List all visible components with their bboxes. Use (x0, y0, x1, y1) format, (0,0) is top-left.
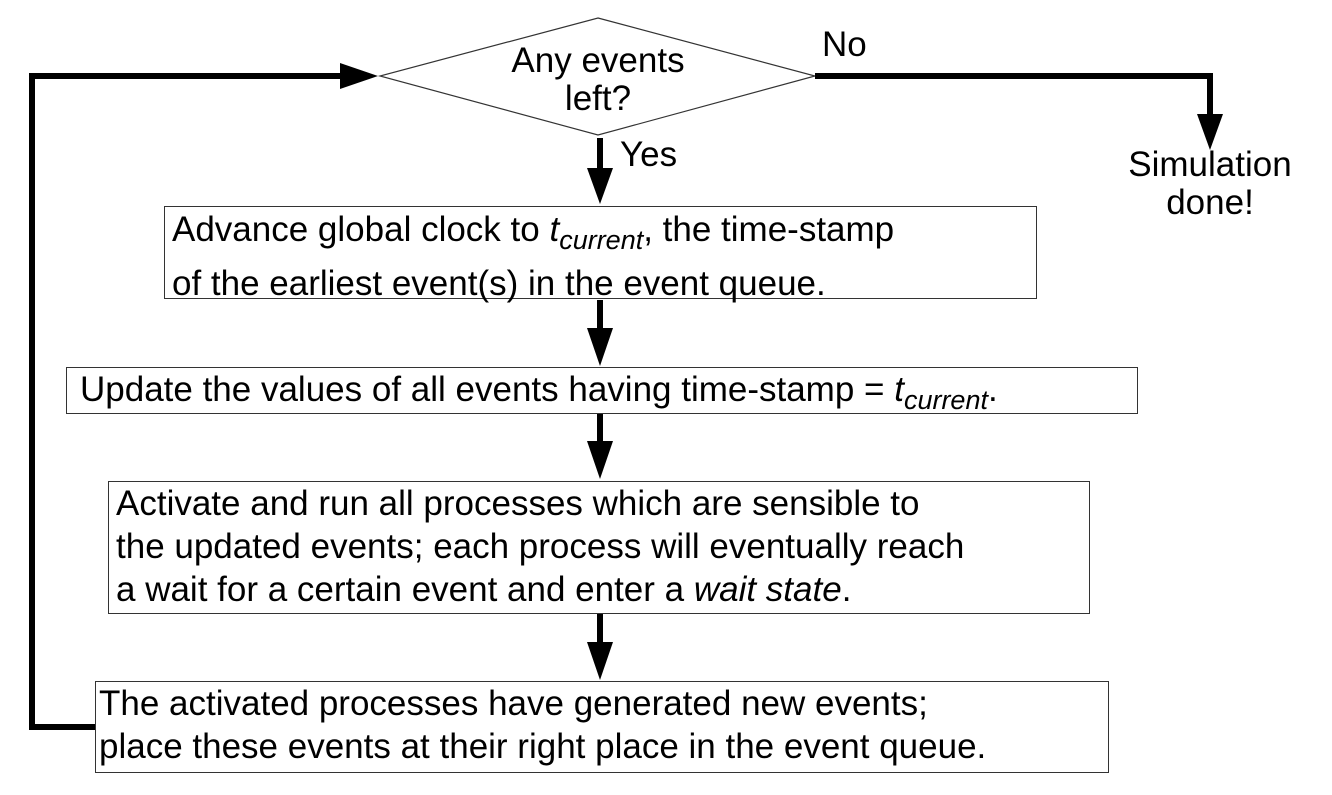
yes-arrowhead (587, 168, 613, 204)
simulation-done-label: Simulation done! (1110, 146, 1310, 222)
step1-var: t (549, 210, 560, 249)
step1-text-post: , the time-stamp (643, 210, 895, 249)
step2-var: t (894, 370, 904, 409)
step1-text-pre: Advance global clock to (172, 210, 550, 249)
end-line-1: Simulation (1128, 145, 1292, 184)
arrowhead-step1-step2 (587, 328, 613, 366)
decision-label: Any events left? (480, 42, 716, 118)
arrowhead-step2-step3 (587, 441, 613, 479)
step-advance-clock: Advance global clock to tcurrent, the ti… (164, 206, 1037, 303)
step3-line-3-pre: a wait for a certain event and enter a (116, 570, 694, 609)
step1-sub: current (559, 225, 644, 255)
step4-line-2: place these events at their right place … (99, 727, 987, 766)
step1-line-2: of the earliest event(s) in the event qu… (172, 264, 826, 303)
step3-line-3-post: . (841, 570, 852, 609)
step1-line-1: Advance global clock to tcurrent, the ti… (172, 208, 1029, 262)
step2-text-post: . (987, 370, 998, 409)
no-branch-arrowhead (1197, 114, 1223, 150)
decision-line-2: left? (564, 79, 632, 118)
step3-line-1: Activate and run all processes which are… (116, 484, 920, 523)
no-branch-label: No (822, 25, 867, 64)
step3-wait-state: wait state (693, 570, 842, 609)
end-line-2: done! (1166, 183, 1254, 222)
decision-diamond (377, 17, 818, 136)
step-place-events: The activated processes have generated n… (95, 681, 1109, 773)
loop-back-connector (29, 73, 345, 730)
step-activate-processes: Activate and run all processes which are… (108, 481, 1090, 614)
no-branch-connector (815, 73, 1213, 118)
step2-text-pre: Update the values of all events having t… (80, 370, 895, 409)
decision-line-1: Any events (511, 41, 685, 80)
step2-sub: current (903, 385, 988, 415)
step-update-values: Update the values of all events having t… (66, 367, 1138, 415)
step4-line-1: The activated processes have generated n… (99, 684, 928, 723)
loop-back-arrowhead (340, 63, 378, 89)
step3-line-3: a wait for a certain event and enter a w… (116, 568, 1082, 611)
step3-line-2: the updated events; each process will ev… (116, 527, 965, 566)
yes-branch-label: Yes (620, 135, 678, 174)
arrowhead-step3-step4 (587, 642, 613, 680)
